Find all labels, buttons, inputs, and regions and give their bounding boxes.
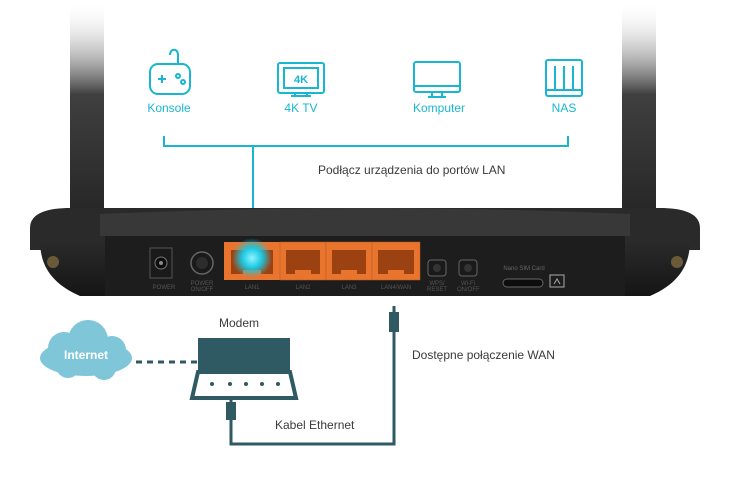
right-antenna <box>622 0 656 270</box>
tv-4k-badge: 4K <box>294 74 308 86</box>
internet-cloud <box>40 320 132 380</box>
port-label-power-switch: POWER ON/OFF <box>190 281 214 293</box>
wps-reset-button <box>427 259 447 277</box>
port-label-power: POWER <box>152 285 176 291</box>
ethernet-cable <box>226 306 399 446</box>
wifi-button <box>458 259 478 277</box>
sim-slot <box>502 274 565 288</box>
monitor-icon <box>413 61 461 98</box>
lan1-glow <box>232 238 272 278</box>
device-label-nas: NAS <box>551 101 577 115</box>
port-label-wps-reset: WPS/ RESET <box>426 281 447 293</box>
internet-label: Internet <box>63 348 109 362</box>
lan3-port <box>325 241 373 281</box>
nas-icon <box>545 59 583 97</box>
wan-caption: Dostępne połączenie WAN <box>412 348 555 362</box>
device-label-komputer: Komputer <box>412 101 466 115</box>
port-label-lan4-wan: LAN4/WAN <box>380 285 412 291</box>
left-antenna <box>70 0 104 270</box>
gamepad-icon <box>149 48 191 95</box>
lan4-wan-port <box>371 241 421 281</box>
sim-label: Nano SIM Card <box>503 266 545 272</box>
tv-4k-icon <box>277 62 325 97</box>
modem-label: Modem <box>219 316 260 330</box>
lan-caption: Podłącz urządzenia do portów LAN <box>318 163 506 177</box>
device-label-4k-tv: 4K TV <box>284 101 318 115</box>
power-switch <box>190 251 214 275</box>
power-port <box>149 247 173 279</box>
lan2-port <box>279 241 327 281</box>
modem-icon <box>189 338 299 400</box>
cable-caption: Kabel Ethernet <box>275 418 355 432</box>
port-label-lan3: LAN3 <box>341 285 357 291</box>
port-label-lan2: LAN2 <box>295 285 311 291</box>
device-label-konsole: Konsole <box>147 101 191 115</box>
port-label-lan1: LAN1 <box>244 285 260 291</box>
port-label-wifi: Wi-Fi ON/OFF <box>457 281 480 293</box>
